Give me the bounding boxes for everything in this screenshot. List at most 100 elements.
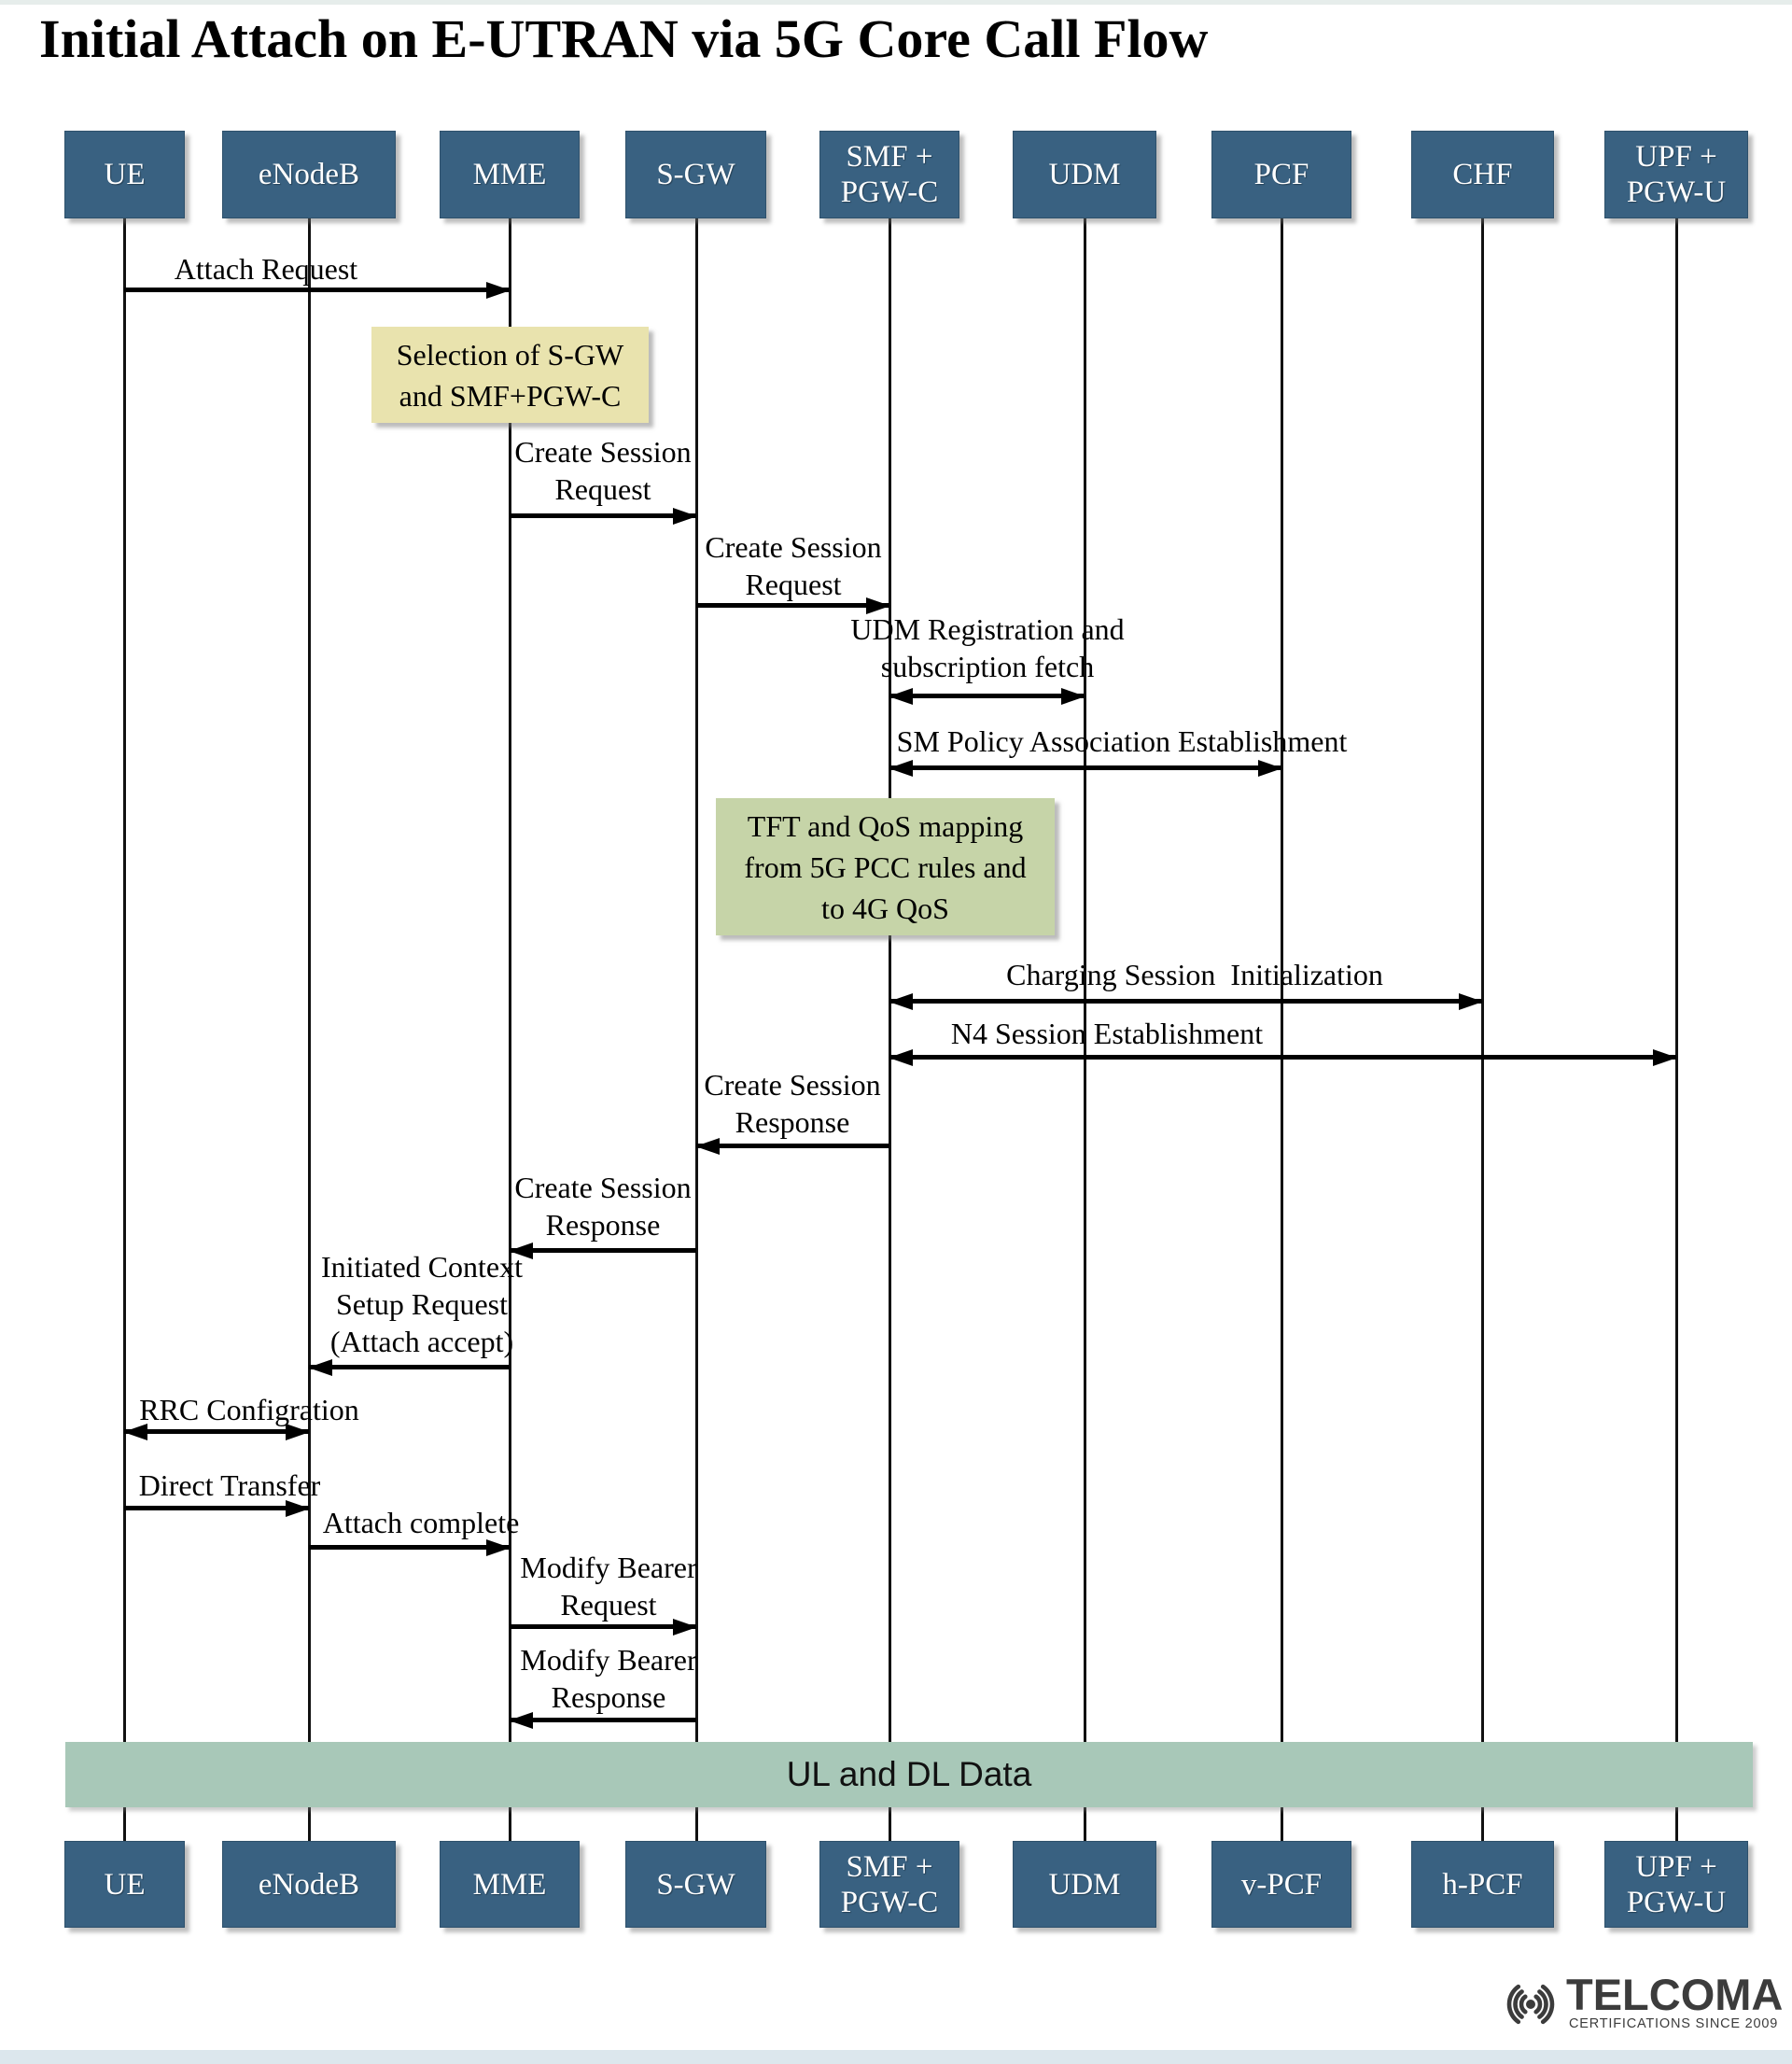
message-charging-session: Charging Session Initialization — [915, 956, 1475, 993]
message-label: Attach Request — [174, 252, 358, 286]
logo-tagline: CERTIFICATIONS SINCE 2009 — [1569, 2016, 1779, 2031]
actor-bottom-udm: UDM — [1013, 1841, 1156, 1928]
actor-top-smf-pgwc: SMF +PGW-C — [819, 131, 959, 218]
actor-label: UE — [104, 1867, 146, 1902]
note-selection-sgw-smf: Selection of S-GW and SMF+PGW-C — [371, 327, 649, 423]
lifeline-enodeb — [308, 218, 311, 1841]
arrow-charging-session — [889, 992, 1483, 1010]
actor-label: S-GW — [656, 158, 735, 191]
message-label: Request — [560, 1588, 657, 1622]
arrow-attach-request — [124, 281, 511, 299]
actor-label: UPF + — [1635, 140, 1717, 174]
message-label: Attach complete — [322, 1506, 520, 1539]
actor-top-ue: UE — [64, 131, 185, 218]
lifeline-mme — [509, 218, 511, 1841]
actor-bottom-ue: UE — [64, 1841, 185, 1928]
message-label: UDM Registration and — [850, 612, 1125, 646]
actor-label: h-PCF — [1442, 1867, 1523, 1902]
message-label: Create Session — [704, 1068, 881, 1102]
actor-label: UDM — [1048, 1867, 1121, 1902]
actor-label: UDM — [1048, 158, 1121, 191]
message-label: Initiated Context — [321, 1250, 523, 1284]
actor-label: eNodeB — [258, 158, 360, 191]
message-label: subscription fetch — [880, 650, 1095, 683]
actor-label: MME — [472, 1867, 547, 1902]
actor-bottom-enodeb: eNodeB — [222, 1841, 396, 1928]
actor-label: S-GW — [656, 1867, 735, 1902]
actor-bottom-mme: MME — [440, 1841, 580, 1928]
message-label: Create Session — [514, 435, 692, 469]
message-rrc-configuration: RRC Configration — [63, 1391, 436, 1428]
arrow-n4-session — [889, 1048, 1677, 1066]
note-label: to 4G QoS — [821, 891, 949, 925]
note-label: Selection of S-GW — [396, 337, 624, 372]
actor-label: SMF + — [846, 140, 933, 174]
arrow-modify-bearer-response — [509, 1711, 696, 1729]
actor-label: PGW-U — [1626, 176, 1727, 209]
message-label: Modify Bearer — [520, 1643, 697, 1677]
actor-label: MME — [472, 158, 547, 191]
arrow-udm-registration — [889, 687, 1085, 705]
message-label: Response — [551, 1680, 666, 1714]
actor-label: UE — [104, 158, 146, 191]
message-direct-transfer: Direct Transfer — [43, 1467, 416, 1504]
note-label: and SMF+PGW-C — [399, 378, 622, 413]
arrow-sm-policy — [889, 759, 1282, 777]
message-label: Direct Transfer — [138, 1468, 321, 1502]
actor-top-enodeb: eNodeB — [222, 131, 396, 218]
arrow-modify-bearer-request — [510, 1618, 697, 1636]
logo-wordmark: TELCOMA — [1566, 1970, 1784, 2019]
message-label: Response — [735, 1105, 850, 1139]
arrow-create-session-response-2 — [509, 1242, 696, 1259]
message-n4-session: N4 Session Establishment — [827, 1015, 1387, 1052]
message-attach-complete: Attach complete — [234, 1504, 608, 1541]
note-label: from 5G PCC rules and — [744, 849, 1027, 884]
page-title: Initial Attach on E-UTRAN via 5G Core Ca… — [39, 8, 1209, 69]
actor-top-upf-pgwu: UPF +PGW-U — [1604, 131, 1748, 218]
top-edge-strip — [0, 0, 1792, 5]
message-label: Response — [545, 1208, 661, 1242]
actor-label: PGW-C — [840, 1885, 939, 1919]
message-label: Create Session — [705, 530, 882, 564]
actor-bottom-hpcf: h-PCF — [1411, 1841, 1554, 1928]
actor-top-pcf: PCF — [1211, 131, 1351, 218]
actor-bottom-vpcf: v-PCF — [1211, 1841, 1351, 1928]
arrow-create-session-request-1 — [510, 507, 697, 525]
actor-label: CHF — [1452, 158, 1513, 191]
arrow-attach-complete — [309, 1538, 511, 1556]
note-tft-qos-mapping: TFT and QoS mapping from 5G PCC rules an… — [716, 798, 1055, 935]
message-label: (Attach accept) — [329, 1325, 514, 1358]
lifeline-smf-pgwc — [889, 218, 891, 1841]
actor-label: PGW-U — [1626, 1885, 1727, 1919]
note-label: TFT and QoS mapping — [747, 808, 1024, 843]
actor-top-mme: MME — [440, 131, 580, 218]
band-label: UL and DL Data — [786, 1755, 1032, 1793]
actor-top-udm: UDM — [1013, 131, 1156, 218]
arrow-direct-transfer — [124, 1499, 310, 1517]
actor-label: PCF — [1253, 158, 1309, 191]
message-attach-request: Attach Request — [126, 250, 406, 288]
arrow-create-session-response-1 — [695, 1137, 889, 1155]
actor-label: eNodeB — [258, 1867, 360, 1902]
message-label: Setup Request — [336, 1287, 508, 1321]
actor-label: SMF + — [846, 1849, 933, 1884]
actor-top-chf: CHF — [1411, 131, 1554, 218]
actor-bottom-smf-pgwc: SMF +PGW-C — [819, 1841, 959, 1928]
message-label: Request — [745, 568, 842, 601]
telcoma-logo: TELCOMA CERTIFICATIONS SINCE 2009 — [1493, 1972, 1783, 2037]
lifeline-ue — [123, 218, 126, 1841]
message-label: Request — [554, 472, 651, 506]
actor-label: UPF + — [1635, 1849, 1717, 1884]
lifeline-pcf — [1281, 218, 1283, 1841]
message-udm-registration: UDM Registration and subscription fetch — [801, 611, 1174, 685]
message-label: N4 Session Establishment — [950, 1017, 1264, 1050]
lifeline-sgw — [695, 218, 698, 1841]
